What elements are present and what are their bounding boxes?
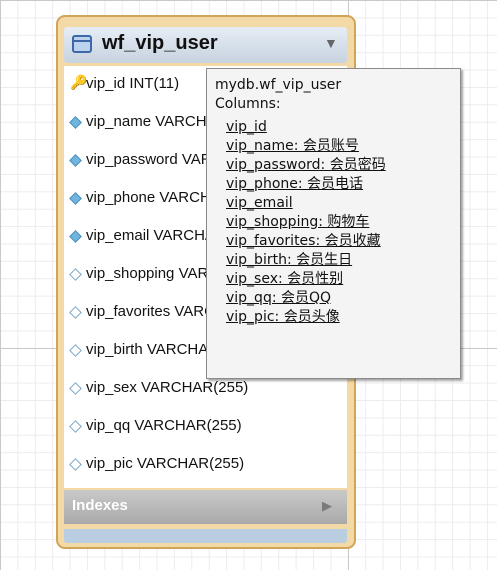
tooltip-column: vip_email (226, 195, 293, 211)
tooltip-column: vip_birth: 会员生日 (226, 252, 353, 268)
column-row[interactable]: 🔑 vip_id INT(11) (64, 66, 347, 102)
collapse-arrow-icon[interactable]: ▼ (324, 35, 338, 51)
indexes-label: Indexes (72, 497, 128, 514)
tooltip-column: vip_pic: 会员头像 (226, 309, 340, 325)
tooltip-column: vip_name: 会员账号 (226, 138, 359, 154)
not-null-column-icon (69, 192, 82, 205)
column-label: vip_id INT(11) (86, 75, 180, 92)
column-label: vip_pic VARCHAR(255) (86, 455, 245, 472)
nullable-column-icon (69, 268, 82, 281)
primary-key-icon: 🔑 (70, 74, 88, 90)
tooltip-column: vip_phone: 会员电话 (226, 176, 364, 192)
tooltip-column: vip_qq: 会员QQ (226, 290, 332, 306)
nullable-column-icon (69, 420, 82, 433)
table-footer (64, 529, 347, 543)
table-header[interactable]: wf_vip_user ▼ (64, 27, 347, 63)
column-row[interactable]: vip_pic VARCHAR(255) (64, 446, 347, 482)
indexes-section[interactable]: Indexes ▶ (64, 490, 347, 524)
table-icon (72, 35, 92, 53)
tooltip-column: vip_password: 会员密码 (226, 157, 386, 173)
column-label: vip_sex VARCHAR(255) (86, 379, 249, 396)
not-null-column-icon (69, 154, 82, 167)
expand-arrow-icon[interactable]: ▶ (322, 498, 332, 513)
not-null-column-icon (69, 116, 82, 129)
tooltip-table-name: mydb.wf_vip_user (215, 77, 342, 93)
tooltip-column: vip_favorites: 会员收藏 (226, 233, 381, 249)
tooltip-column: vip_id (226, 119, 267, 135)
tooltip-column: vip_sex: 会员性别 (226, 271, 344, 287)
nullable-column-icon (69, 344, 82, 357)
column-row[interactable]: vip_qq VARCHAR(255) (64, 408, 347, 444)
not-null-column-icon (69, 230, 82, 243)
column-row[interactable]: vip_sex VARCHAR(255) (64, 370, 347, 406)
nullable-column-icon (69, 306, 82, 319)
table-title: wf_vip_user (102, 32, 218, 54)
nullable-column-icon (69, 458, 82, 471)
tooltip-columns-heading: Columns: (215, 96, 281, 112)
column-label: vip_qq VARCHAR(255) (86, 417, 242, 434)
tooltip-column: vip_shopping: 购物车 (226, 214, 370, 230)
column-tooltip: mydb.wf_vip_user Columns: vip_id vip_nam… (206, 68, 461, 379)
nullable-column-icon (69, 382, 82, 395)
